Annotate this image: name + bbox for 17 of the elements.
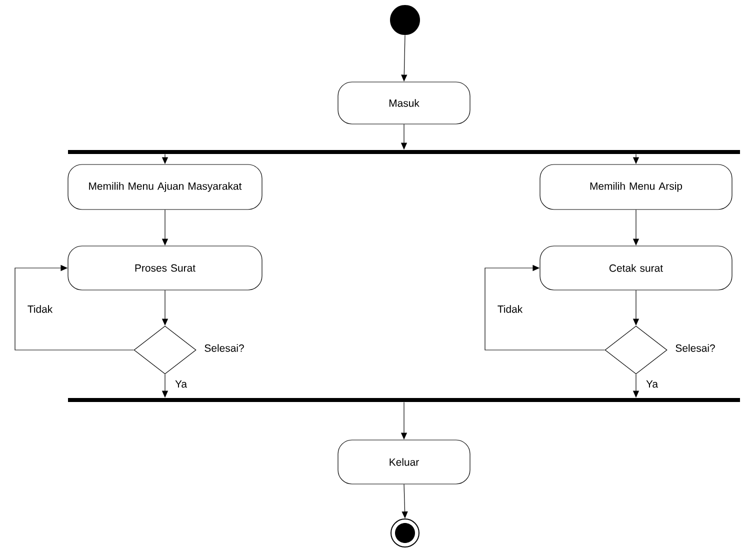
edge-label: Tidak — [26, 304, 54, 314]
edge-label: Tidak — [496, 304, 524, 314]
node-caption: Selesai? — [204, 344, 244, 352]
action-box: Memilih Menu Ajuan Masyarakat — [68, 164, 262, 210]
arrow — [402, 484, 408, 518]
arrow — [484, 264, 605, 350]
action-box: Masuk — [338, 82, 470, 124]
action-box: Keluar — [338, 440, 470, 484]
action-box: Proses Surat — [68, 246, 262, 290]
edge-label: Ya — [645, 379, 660, 389]
start-node — [390, 5, 420, 35]
node-caption: Selesai? — [676, 344, 715, 352]
arrow — [14, 264, 134, 350]
edge-label: Ya — [174, 379, 188, 389]
action-box: Memilih Menu Arsip — [540, 164, 732, 210]
end-node — [390, 518, 420, 548]
action-box: Cetak surat — [540, 246, 732, 290]
